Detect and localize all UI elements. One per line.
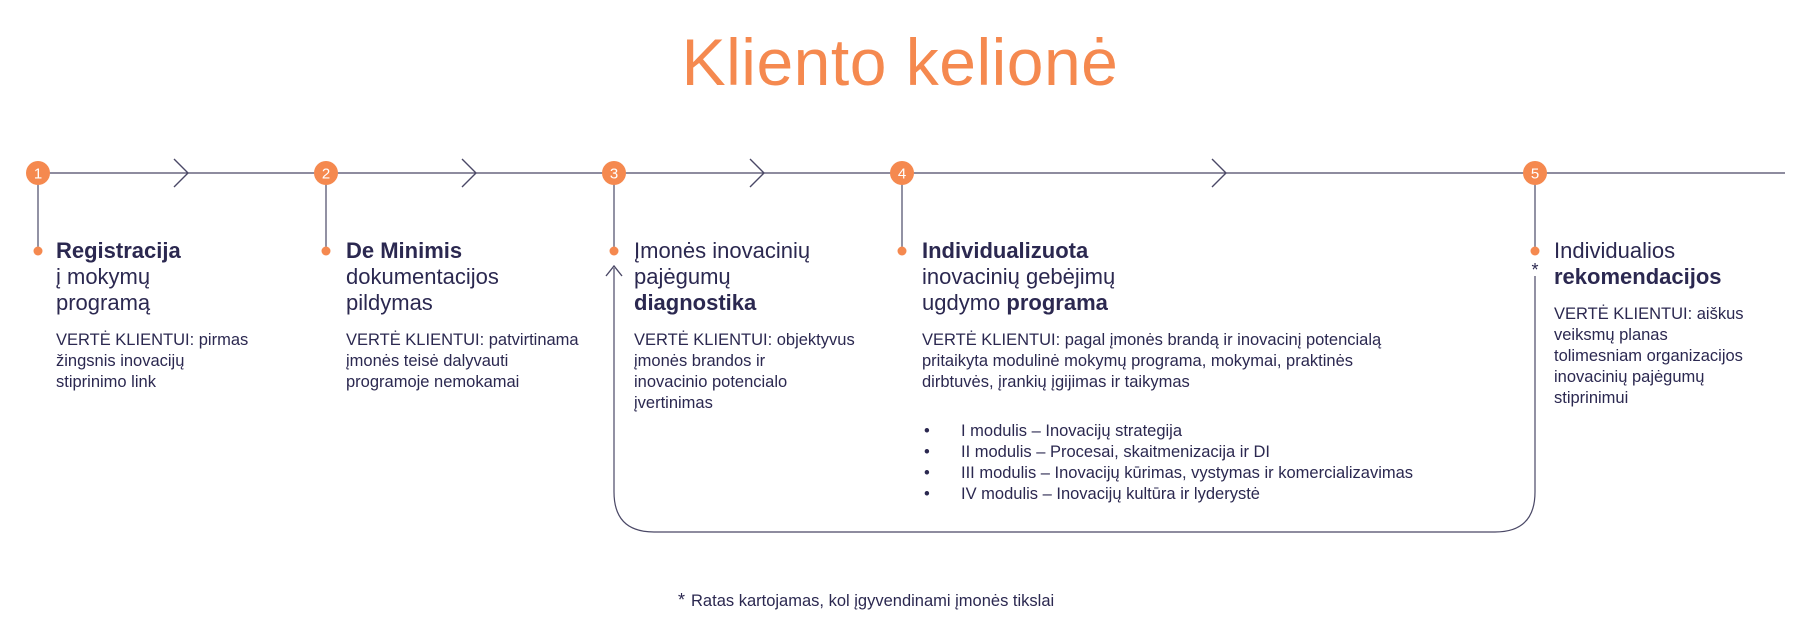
step-value: VERTĖ KLIENTUI: objektyvus įmonės brandos… bbox=[634, 330, 894, 414]
step-5-number: 5 bbox=[1531, 166, 1539, 183]
step-title-part: diagnostika bbox=[634, 290, 757, 315]
step-title-part: programą bbox=[56, 290, 151, 315]
step-2-number: 2 bbox=[322, 166, 330, 183]
value-line: dirbtuvės, įrankių įgijimas ir taikymas bbox=[922, 373, 1190, 391]
value-line: inovacinių pajėgumų bbox=[1554, 368, 1705, 386]
loop-arrow-up-icon bbox=[605, 264, 623, 277]
footnote: * Ratas kartojamas, kol įgyvendinami įmon… bbox=[678, 590, 1054, 611]
chevron-right-icon bbox=[461, 158, 477, 188]
step-title-part: Įmonės inovacinių bbox=[634, 238, 811, 263]
step-2-dot bbox=[321, 246, 331, 256]
step-1-dot bbox=[33, 246, 43, 256]
value-line: VERTĖ KLIENTUI: objektyvus bbox=[634, 331, 855, 349]
value-line: VERTĖ KLIENTUI: pagal įmonės brandą ir i… bbox=[922, 331, 1382, 349]
step-title-part: inovacinių gebėjimų bbox=[922, 264, 1116, 289]
value-line: įmonės teisė dalyvauti bbox=[346, 352, 509, 370]
module-item: I modulis – Inovacijų strategija bbox=[922, 421, 1502, 442]
step-4-number: 4 bbox=[898, 166, 906, 183]
value-line: veiksmų planas bbox=[1554, 326, 1668, 344]
step-title-part: rekomendacijos bbox=[1554, 264, 1722, 289]
step-title-part: programa bbox=[1006, 290, 1108, 315]
loop-asterisk: * bbox=[1531, 260, 1538, 280]
step-value: VERTĖ KLIENTUI: patvirtinama įmonės teisė… bbox=[346, 330, 606, 393]
module-item: III modulis – Inovacijų kūrimas, vystyma… bbox=[922, 463, 1502, 484]
step-title-part: pildymas bbox=[346, 290, 433, 315]
step-1-circle bbox=[26, 161, 50, 185]
step-4-circle bbox=[890, 161, 914, 185]
value-line: žingsnis inovacijų bbox=[56, 352, 185, 370]
value-line: pritaikyta modulinė mokymų programa, mok… bbox=[922, 352, 1353, 370]
step-title-part: dokumentacijos bbox=[346, 264, 499, 289]
value-line: VERTĖ KLIENTUI: pirmas bbox=[56, 331, 249, 349]
page-title: Kliento kelionė bbox=[681, 25, 1119, 99]
chevron-right-icon bbox=[749, 158, 765, 188]
step-title-part: ugdymo bbox=[922, 290, 1007, 315]
chevron-right-icon bbox=[173, 158, 189, 188]
value-line: VERTĖ KLIENTUI: patvirtinama bbox=[346, 331, 579, 349]
step-value: VERTĖ KLIENTUI: pagal įmonės brandą ir i… bbox=[922, 330, 1502, 393]
step-value: VERTĖ KLIENTUI: pirmas žingsnis inovacijų… bbox=[56, 330, 306, 393]
value-line: įmonės brandos ir bbox=[634, 352, 766, 370]
value-line: programoje nemokamai bbox=[346, 373, 520, 391]
step-2-circle bbox=[314, 161, 338, 185]
footnote-text: Ratas kartojamas, kol įgyvendinami įmonė… bbox=[691, 592, 1055, 610]
footnote-asterisk: * bbox=[678, 590, 686, 610]
step-title-part: Individualios bbox=[1554, 238, 1676, 263]
module-item: II modulis – Procesai, skaitmenizacija i… bbox=[922, 442, 1502, 463]
step-1-number: 1 bbox=[34, 166, 42, 183]
step-title-part: Registracija bbox=[56, 238, 181, 263]
value-line: stiprinimui bbox=[1554, 389, 1629, 407]
step-3-circle bbox=[602, 161, 626, 185]
step-5-dot bbox=[1530, 246, 1540, 256]
step-4-dot bbox=[897, 246, 907, 256]
step-3-dot bbox=[609, 246, 619, 256]
module-item: IV modulis – Inovacijų kultūra ir lydery… bbox=[922, 484, 1502, 505]
step-5-circle bbox=[1523, 161, 1547, 185]
feedback-loop bbox=[613, 268, 1536, 533]
step-3-number: 3 bbox=[610, 166, 618, 183]
step-value: VERTĖ KLIENTUI: aiškus veiksmų planas toli… bbox=[1554, 304, 1794, 409]
chevron-right-icon bbox=[1211, 158, 1227, 188]
value-line: stiprinimo link bbox=[56, 373, 156, 391]
step-title-part: pajėgumų bbox=[634, 264, 731, 289]
step-title-part: Individualizuota bbox=[922, 238, 1089, 263]
step-title-part: De Minimis bbox=[346, 238, 463, 263]
value-line: tolimesniam organizacijos bbox=[1554, 347, 1743, 365]
value-line: įvertinimas bbox=[634, 394, 713, 412]
step-title-part: į mokymų bbox=[56, 264, 151, 289]
module-list: I modulis – Inovacijų strategijaII modul… bbox=[922, 421, 1502, 505]
value-line: inovacinio potencialo bbox=[634, 373, 788, 391]
value-line: VERTĖ KLIENTUI: aiškus bbox=[1554, 305, 1744, 323]
